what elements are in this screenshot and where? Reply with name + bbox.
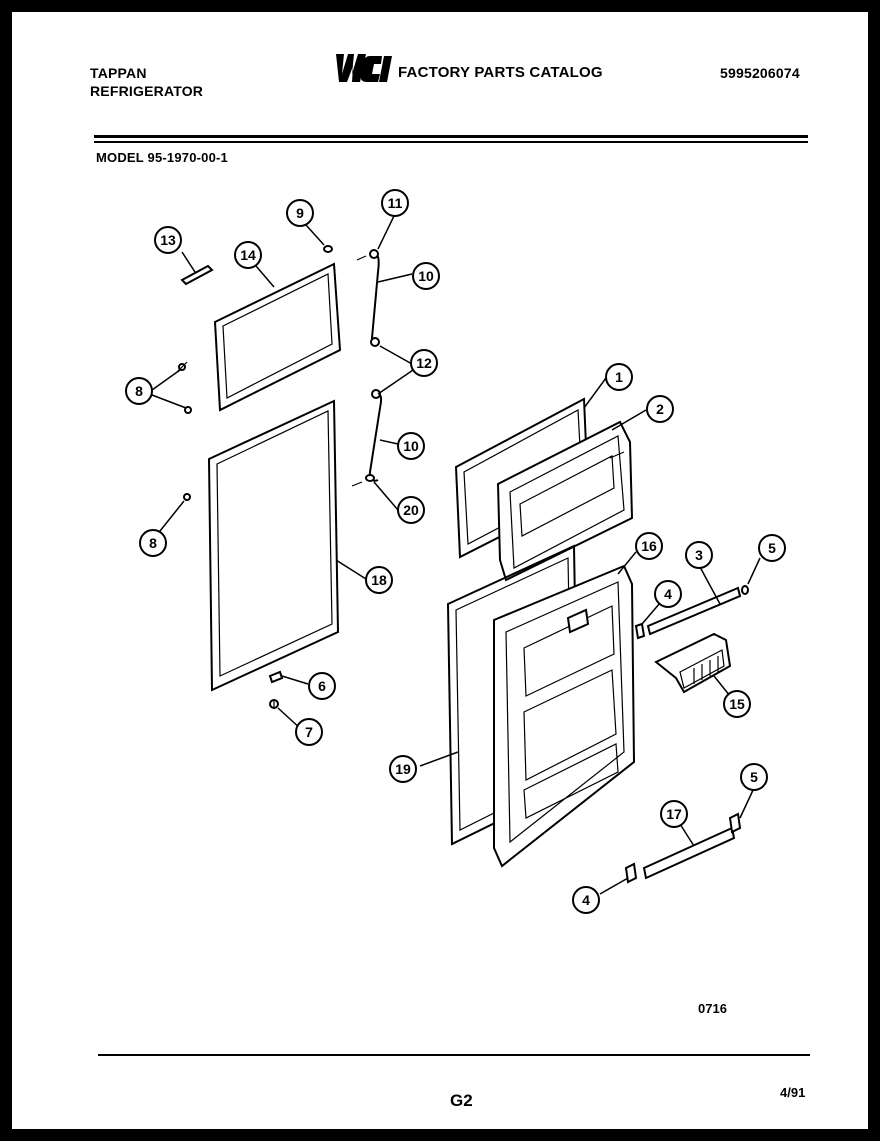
svg-text:4: 4 <box>582 892 590 908</box>
svg-text:5: 5 <box>768 540 776 556</box>
part-13-trim <box>180 264 214 286</box>
callout-20: 20 <box>397 496 425 524</box>
svg-text:4: 4 <box>664 586 672 602</box>
callout-14: 14 <box>234 241 262 269</box>
callout-5-lower: 5 <box>740 763 768 791</box>
svg-text:19: 19 <box>395 761 411 777</box>
part-2-freezer-liner <box>496 420 634 582</box>
svg-text:13: 13 <box>160 232 176 248</box>
callout-8-upper: 8 <box>125 377 153 405</box>
parts-sheet: TAPPAN REFRIGERATOR FACTORY PARTS CATALO… <box>12 12 868 1129</box>
svg-text:6: 6 <box>318 678 326 694</box>
svg-text:20: 20 <box>403 502 419 518</box>
callout-17: 17 <box>660 800 688 828</box>
part-10-upper-handle <box>356 249 380 347</box>
callout-8-lower: 8 <box>139 529 167 557</box>
callout-11: 11 <box>381 189 409 217</box>
svg-text:15: 15 <box>729 696 745 712</box>
callout-1: 1 <box>605 363 633 391</box>
header-rule <box>94 135 808 138</box>
header-rule-thin <box>94 141 808 143</box>
part-5-lower-rack-end <box>728 812 742 834</box>
callout-19: 19 <box>389 755 417 783</box>
part-7-cap <box>269 699 279 709</box>
callout-7: 7 <box>295 718 323 746</box>
part-14-freezer-gasket <box>213 262 342 412</box>
part-6-hinge-pin <box>268 670 284 684</box>
wci-logo <box>336 54 392 82</box>
part-18-fresh-food-gasket <box>207 399 340 692</box>
catalog-number: 5995206074 <box>720 65 800 81</box>
callout-6: 6 <box>308 672 336 700</box>
page-code: G2 <box>450 1091 473 1110</box>
svg-text:10: 10 <box>418 268 434 284</box>
callout-13: 13 <box>154 226 182 254</box>
part-4-rack-end <box>634 622 646 640</box>
part-15-dairy-compartment <box>654 632 732 694</box>
svg-text:16: 16 <box>641 538 657 554</box>
svg-text:2: 2 <box>656 401 664 417</box>
footer-rule <box>98 1054 810 1056</box>
svg-text:14: 14 <box>240 247 256 263</box>
svg-text:8: 8 <box>135 383 143 399</box>
svg-text:12: 12 <box>416 355 432 371</box>
callout-10-upper: 10 <box>412 262 440 290</box>
part-16-fresh-food-liner <box>493 564 636 868</box>
callout-4-upper: 4 <box>654 580 682 608</box>
date-code: 4/91 <box>780 1085 806 1100</box>
leader-lines <box>151 215 761 895</box>
callout-15: 15 <box>723 690 751 718</box>
callout-10-lower: 10 <box>397 432 425 460</box>
svg-text:3: 3 <box>695 547 703 563</box>
exploded-parts-diagram: 13 14 9 11 10 12 8 10 <box>125 189 786 914</box>
callout-12: 12 <box>410 349 438 377</box>
callout-5-upper: 5 <box>758 534 786 562</box>
svg-text:9: 9 <box>296 205 304 221</box>
svg-text:10: 10 <box>403 438 419 454</box>
svg-text:1: 1 <box>615 369 623 385</box>
svg-text:8: 8 <box>149 535 157 551</box>
svg-text:18: 18 <box>371 572 387 588</box>
callout-4-lower: 4 <box>572 886 600 914</box>
part-17-lower-door-rack <box>642 826 736 880</box>
callout-16: 16 <box>635 532 663 560</box>
svg-text:5: 5 <box>750 769 758 785</box>
svg-text:17: 17 <box>666 806 682 822</box>
catalog-title: FACTORY PARTS CATALOG <box>398 64 603 81</box>
callout-9: 9 <box>286 199 314 227</box>
svg-text:7: 7 <box>305 724 313 740</box>
svg-text:11: 11 <box>388 195 403 211</box>
callout-18: 18 <box>365 566 393 594</box>
product-type: REFRIGERATOR <box>90 83 204 99</box>
callout-2: 2 <box>646 395 674 423</box>
model-number: MODEL 95-1970-00-1 <box>96 150 228 165</box>
part-10-lower-handle <box>351 389 383 487</box>
part-5-rack-end <box>741 585 749 595</box>
callout-3: 3 <box>685 541 713 569</box>
drawing-code: 0716 <box>698 1001 727 1016</box>
brand-name: TAPPAN <box>90 65 147 81</box>
part-4-lower-rack-end <box>624 862 638 884</box>
part-8-screws <box>176 361 192 501</box>
part-9-plug <box>323 245 333 253</box>
